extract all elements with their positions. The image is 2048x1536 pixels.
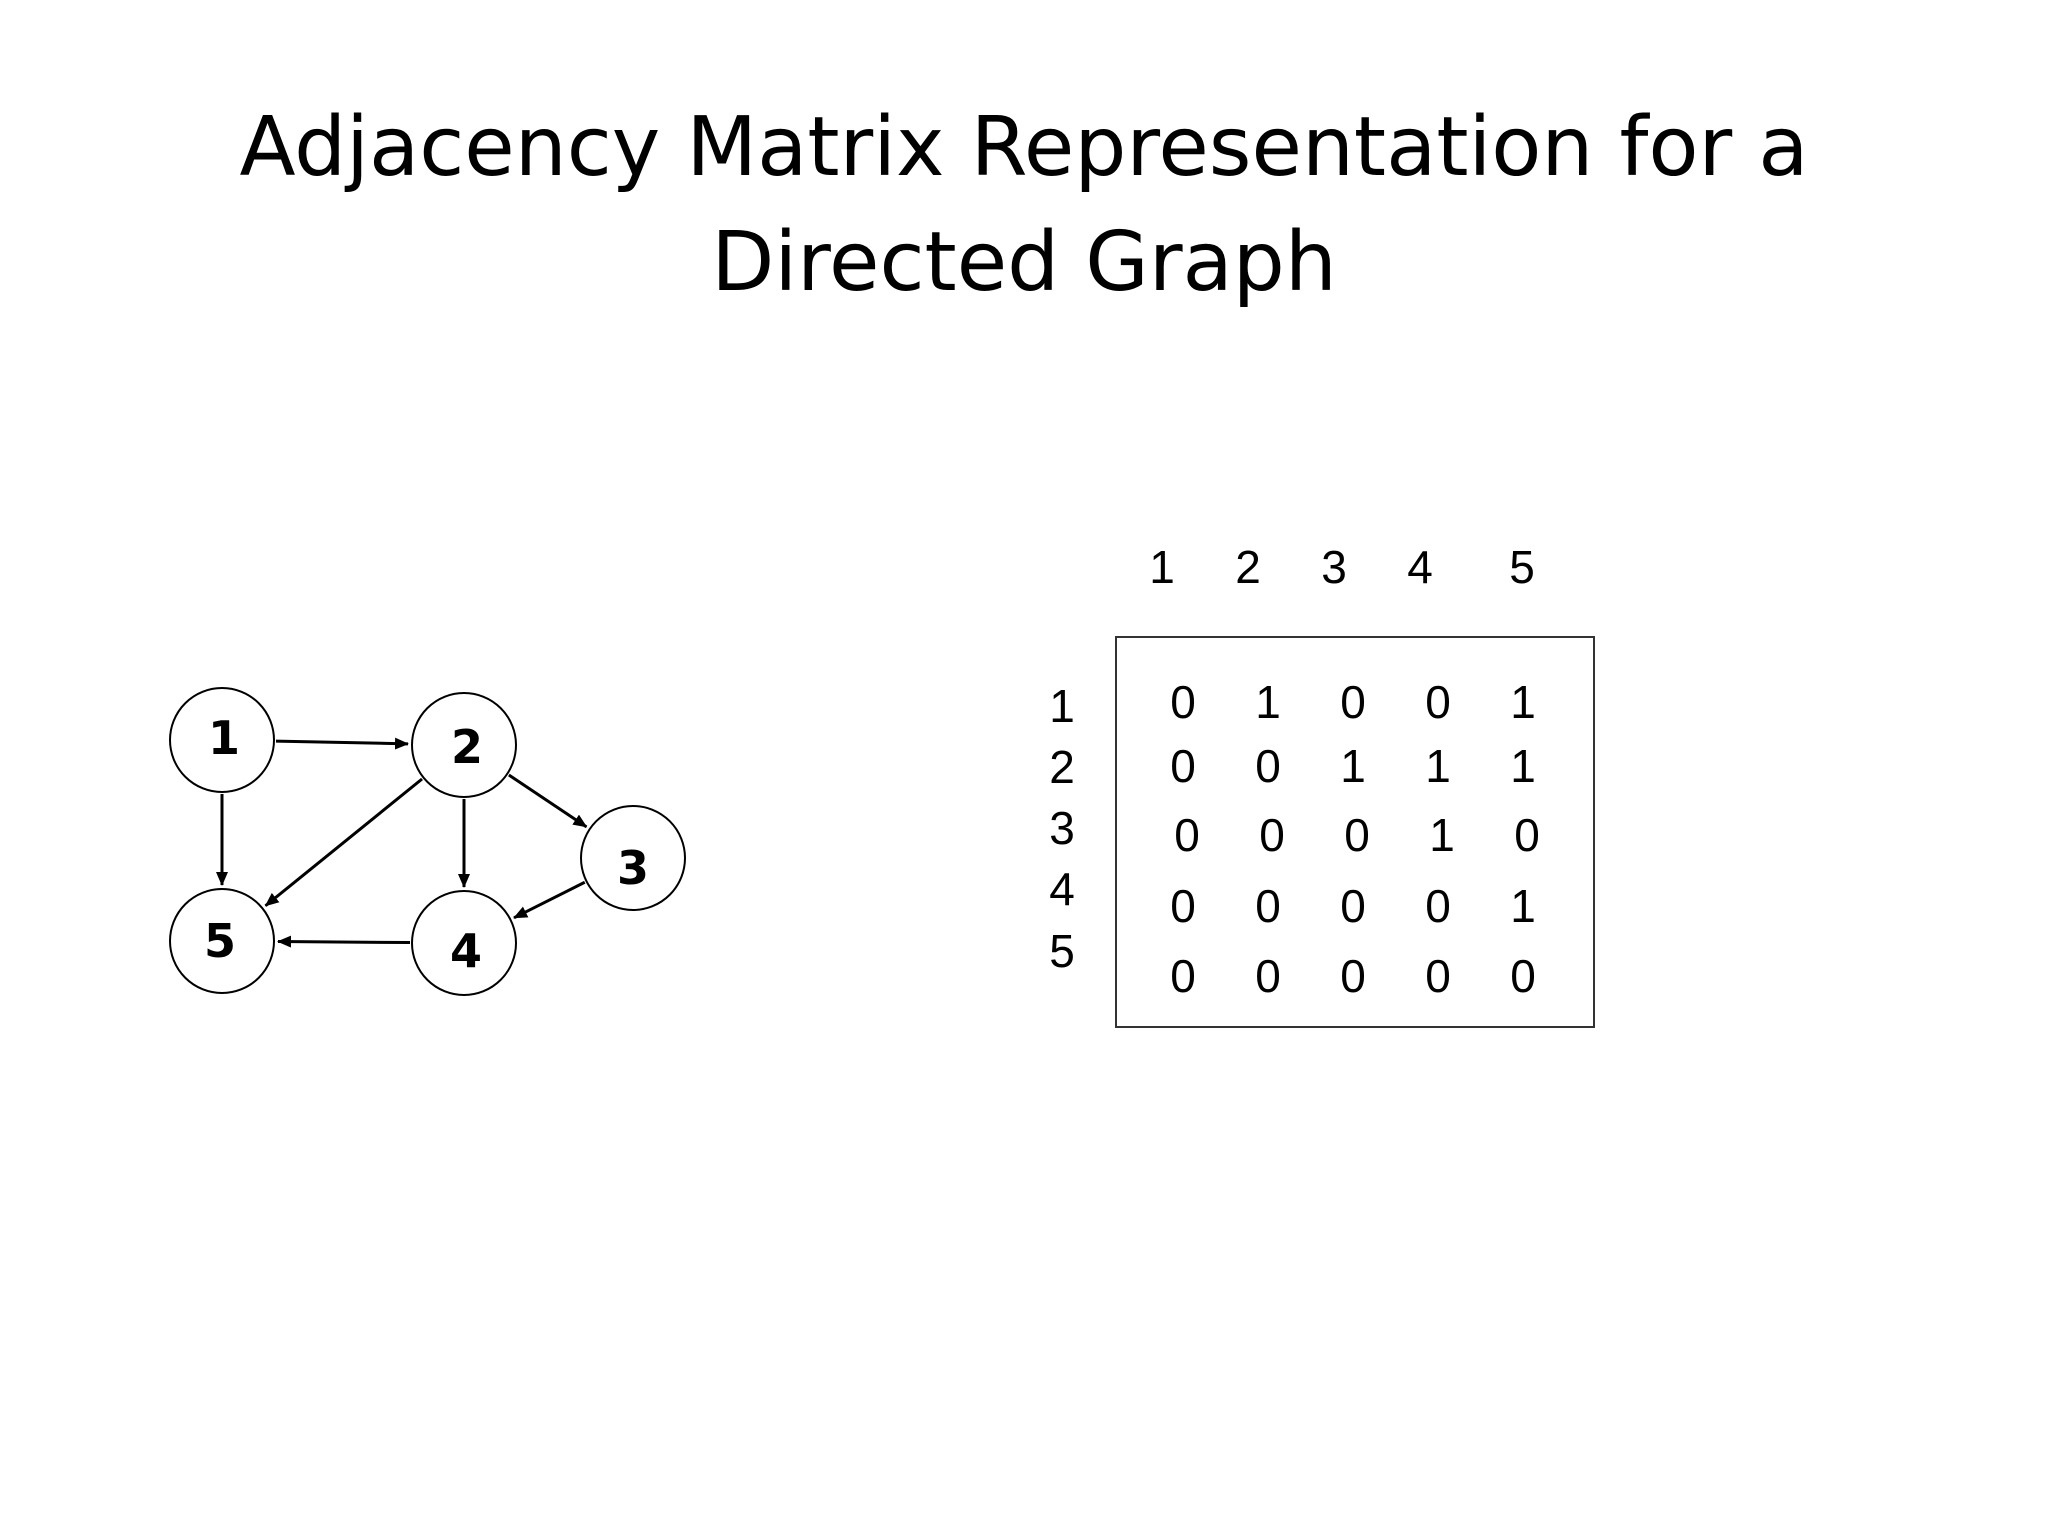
matrix-cell: 1 [1510, 676, 1536, 728]
node-circle [411, 890, 517, 996]
node-label: 5 [204, 914, 236, 968]
matrix-cell: 0 [1259, 809, 1285, 861]
column-header-3: 3 [1321, 541, 1347, 593]
node-circle [580, 805, 686, 911]
row-header-5: 5 [1049, 925, 1075, 977]
matrix-cell: 0 [1340, 950, 1366, 1002]
column-header-1: 1 [1149, 541, 1175, 593]
matrix-cell: 1 [1255, 676, 1281, 728]
title-line-1: Adjacency Matrix Representation for a [239, 100, 1809, 195]
graph-edges [216, 737, 588, 948]
node-5: 5 [169, 888, 275, 994]
edge-2-to-5 [264, 777, 423, 907]
edge-2-to-3 [508, 773, 588, 829]
node-label: 3 [617, 841, 649, 895]
title-line-2: Directed Graph [711, 215, 1337, 310]
matrix-cell: 0 [1425, 880, 1451, 932]
graph-nodes: 1 2 3 4 5 [169, 687, 686, 996]
column-header-4: 4 [1407, 541, 1433, 593]
matrix-cell: 1 [1425, 740, 1451, 792]
matrix-cell: 0 [1344, 809, 1370, 861]
node-2: 2 [411, 692, 517, 798]
column-header-2: 2 [1235, 541, 1261, 593]
column-header-5: 5 [1509, 541, 1535, 593]
node-label: 2 [451, 720, 483, 774]
node-3: 3 [580, 805, 686, 911]
matrix-bracket-box [1115, 636, 1595, 1028]
row-header-3: 3 [1049, 802, 1075, 854]
node-1: 1 [169, 687, 275, 793]
node-4: 4 [411, 890, 517, 996]
row-header-4: 4 [1049, 863, 1075, 915]
edge-1-to-2 [275, 737, 410, 750]
matrix-cell: 1 [1429, 809, 1455, 861]
node-circle [411, 692, 517, 798]
matrix-cell: 0 [1514, 809, 1540, 861]
node-label: 1 [208, 711, 240, 765]
node-label: 4 [450, 924, 482, 978]
matrix-cell: 0 [1425, 676, 1451, 728]
matrix-cell: 0 [1174, 809, 1200, 861]
edge-3-to-4 [513, 880, 586, 920]
matrix-cell: 0 [1170, 950, 1196, 1002]
matrix-cell: 0 [1340, 880, 1366, 932]
matrix-cell: 0 [1340, 676, 1366, 728]
matrix-cell: 1 [1510, 740, 1536, 792]
matrix-cell: 0 [1255, 740, 1281, 792]
node-circle [169, 687, 275, 793]
row-header-2: 2 [1049, 741, 1075, 793]
matrix-cell: 0 [1255, 880, 1281, 932]
slide-title: Adjacency Matrix Representation for a Di… [0, 90, 2048, 320]
matrix-cell: 0 [1170, 740, 1196, 792]
matrix-cell: 0 [1170, 676, 1196, 728]
matrix-cell: 1 [1340, 740, 1366, 792]
matrix-cell: 0 [1510, 950, 1536, 1002]
node-circle [169, 888, 275, 994]
row-header-1: 1 [1049, 680, 1075, 732]
matrix-cell: 0 [1170, 880, 1196, 932]
edge-4-to-5 [276, 935, 411, 948]
matrix-cell: 1 [1510, 880, 1536, 932]
matrix-cell: 0 [1425, 950, 1451, 1002]
matrix-cell: 0 [1255, 950, 1281, 1002]
